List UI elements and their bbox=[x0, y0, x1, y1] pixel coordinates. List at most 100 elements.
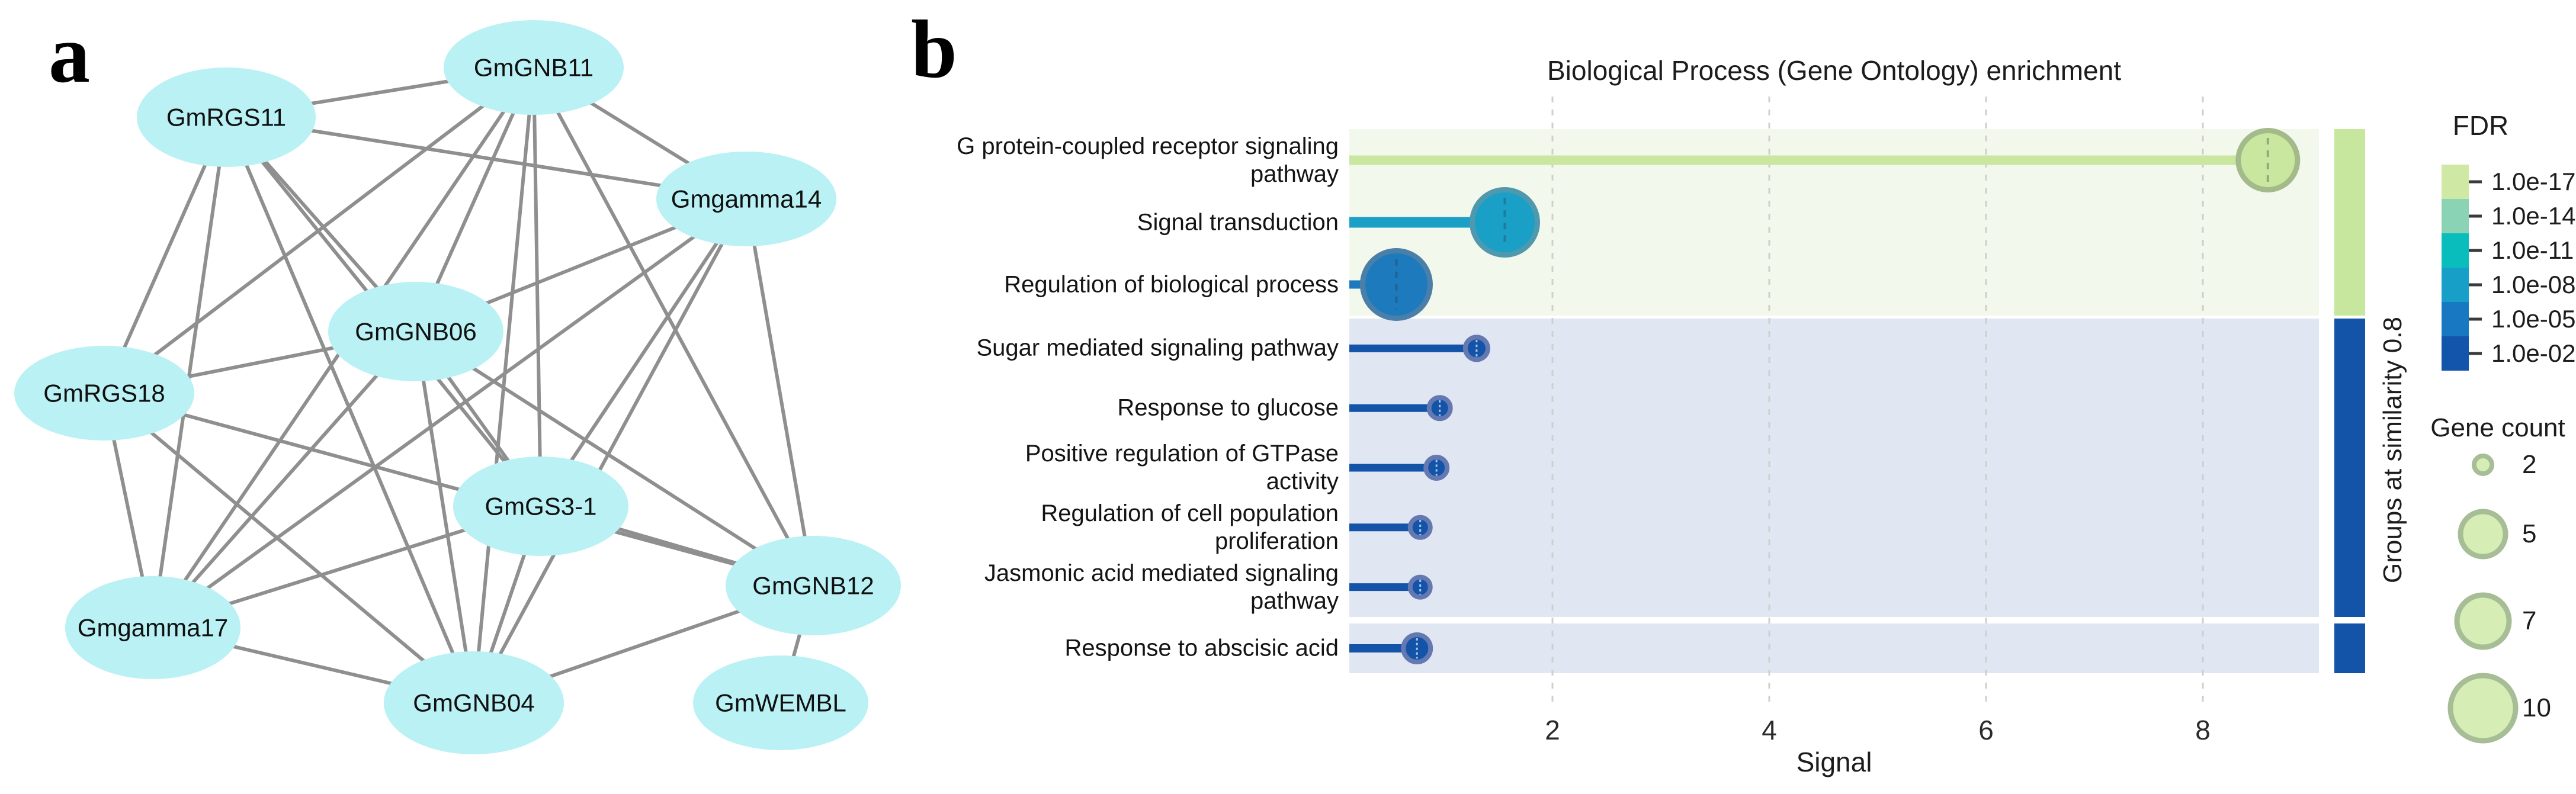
network-node-ellipse bbox=[65, 576, 240, 679]
fdr-tick-label: 1.0e-05 bbox=[2491, 305, 2576, 333]
network-node-ellipse bbox=[656, 152, 836, 246]
fdr-tick-label: 1.0e-14 bbox=[2491, 202, 2576, 230]
network-node: GmGNB11 bbox=[444, 20, 624, 115]
network-edge bbox=[151, 330, 418, 629]
groups-strip-segment bbox=[2334, 319, 2365, 617]
fdr-colorbar-segment bbox=[2442, 302, 2469, 336]
network-edge bbox=[102, 391, 476, 705]
panel-b-label: b bbox=[911, 4, 957, 95]
fdr-colorbar-segment bbox=[2442, 336, 2469, 371]
groups-strip-segment bbox=[2334, 129, 2365, 316]
groups-strip bbox=[2334, 129, 2365, 673]
y-axis-label: Sugar mediated signaling pathway bbox=[976, 335, 1339, 361]
network-node-ellipse bbox=[726, 536, 901, 635]
lollipop-dot bbox=[1426, 395, 1453, 422]
y-axis-label: G protein-coupled receptor signaling pat… bbox=[957, 133, 1339, 187]
network-node: GmGNB04 bbox=[384, 651, 564, 754]
legend-glyphs bbox=[2442, 165, 2519, 744]
chart-title: Biological Process (Gene Ontology) enric… bbox=[1547, 55, 2121, 86]
network-node-label: Gmgamma17 bbox=[78, 614, 228, 642]
fdr-legend-title: FDR bbox=[2452, 110, 2509, 141]
lollipop-dot bbox=[1462, 335, 1490, 362]
panel-a-label: a bbox=[49, 8, 90, 100]
y-axis-label: Jasmonic acid mediated signaling pathway bbox=[984, 560, 1339, 614]
y-axis-label: Regulation of cell population proliferat… bbox=[1041, 500, 1339, 554]
gridlines bbox=[1551, 97, 2204, 706]
network-node: GmGNB06 bbox=[328, 282, 503, 381]
network-node-label: Gmgamma14 bbox=[671, 185, 822, 213]
facet-band bbox=[1349, 319, 2319, 617]
lollipop-dot bbox=[2235, 128, 2301, 192]
network-edge bbox=[414, 330, 815, 587]
y-axis-label: Signal transduction bbox=[1137, 209, 1339, 235]
groups-strip-segment bbox=[2334, 623, 2365, 673]
network-node-label: GmGNB06 bbox=[355, 318, 476, 346]
network-node: Gmgamma14 bbox=[656, 152, 836, 246]
lollipop-dot bbox=[1469, 187, 1540, 258]
gene-count-legend-title: Gene count bbox=[2430, 413, 2565, 442]
fdr-tick-label: 1.0e-11 bbox=[2491, 236, 2574, 264]
network-node-label: GmGNB04 bbox=[413, 689, 534, 717]
network-edge bbox=[532, 66, 543, 508]
gene-count-circle bbox=[2447, 673, 2519, 744]
x-axis-label: Signal bbox=[1796, 747, 1872, 777]
network-node-ellipse bbox=[14, 346, 194, 441]
network-node: GmGS3-1 bbox=[453, 457, 628, 556]
network-node-ellipse bbox=[137, 67, 316, 167]
network-edge bbox=[151, 115, 228, 629]
y-axis-label: Positive regulation of GTPase activity bbox=[1025, 441, 1339, 494]
gene-count-label: 2 bbox=[2522, 450, 2537, 479]
fdr-tick-label: 1.0e-02 bbox=[2491, 339, 2576, 367]
network-node: GmWEMBL bbox=[693, 655, 868, 750]
gene-count-circle bbox=[2472, 454, 2494, 476]
fdr-tick-label: 1.0e-08 bbox=[2491, 271, 2576, 298]
lollipops bbox=[1349, 128, 2301, 664]
network-edge bbox=[532, 66, 815, 587]
x-tick-label: 6 bbox=[1978, 715, 1994, 745]
y-axis-label: Regulation of biological process bbox=[1004, 271, 1339, 297]
network-edge bbox=[102, 66, 535, 395]
network-node-label: GmGNB11 bbox=[474, 54, 594, 82]
network-edge bbox=[539, 197, 748, 508]
network-node: GmRGS11 bbox=[137, 67, 316, 167]
network-node-label: GmGNB12 bbox=[752, 572, 874, 600]
network-nodes: GmGNB11GmRGS11Gmgamma14GmGNB06GmRGS18GmG… bbox=[14, 20, 901, 754]
network-node-ellipse bbox=[453, 457, 628, 556]
network-edge bbox=[224, 115, 476, 705]
x-tick-label: 8 bbox=[2195, 715, 2211, 745]
network-node: Gmgamma17 bbox=[65, 576, 240, 679]
network-node-ellipse bbox=[328, 282, 503, 381]
network-edge bbox=[414, 330, 476, 705]
y-axis-label: Response to abscisic acid bbox=[1064, 635, 1339, 661]
network-edge bbox=[224, 115, 748, 201]
lollipop-dot bbox=[1359, 248, 1433, 321]
facet-band bbox=[1349, 623, 2319, 673]
network-edge bbox=[151, 197, 748, 629]
gene-count-label: 10 bbox=[2522, 693, 2551, 722]
lollipop-dot bbox=[1407, 574, 1433, 600]
network-node-ellipse bbox=[693, 655, 868, 750]
gene-count-label: 5 bbox=[2522, 519, 2537, 548]
y-axis-label: Response to glucose bbox=[1117, 394, 1339, 421]
groups-strip-label: Groups at similarity 0.8 bbox=[2378, 317, 2407, 583]
network-node-label: GmRGS18 bbox=[43, 380, 165, 407]
gene-count-label: 7 bbox=[2522, 606, 2537, 635]
network-edge bbox=[472, 66, 535, 705]
fdr-colorbar-segment bbox=[2442, 233, 2469, 268]
network-node: GmGNB12 bbox=[726, 536, 901, 635]
network-node-ellipse bbox=[444, 20, 624, 115]
fdr-colorbar-segment bbox=[2442, 199, 2469, 233]
network-edge bbox=[745, 197, 815, 587]
gene-count-circle bbox=[2454, 592, 2512, 650]
gene-count-circle bbox=[2458, 509, 2508, 560]
network-node-label: GmRGS11 bbox=[166, 104, 286, 131]
fdr-tick-label: 1.0e-17 bbox=[2491, 168, 2576, 195]
network-node-ellipse bbox=[384, 651, 564, 754]
fdr-colorbar-segment bbox=[2442, 165, 2469, 199]
x-tick-label: 2 bbox=[1545, 715, 1560, 745]
network-edge bbox=[472, 197, 748, 705]
network-node-label: GmGS3-1 bbox=[485, 493, 596, 520]
network-node: GmRGS18 bbox=[14, 346, 194, 441]
lollipop-dot bbox=[1407, 515, 1433, 540]
